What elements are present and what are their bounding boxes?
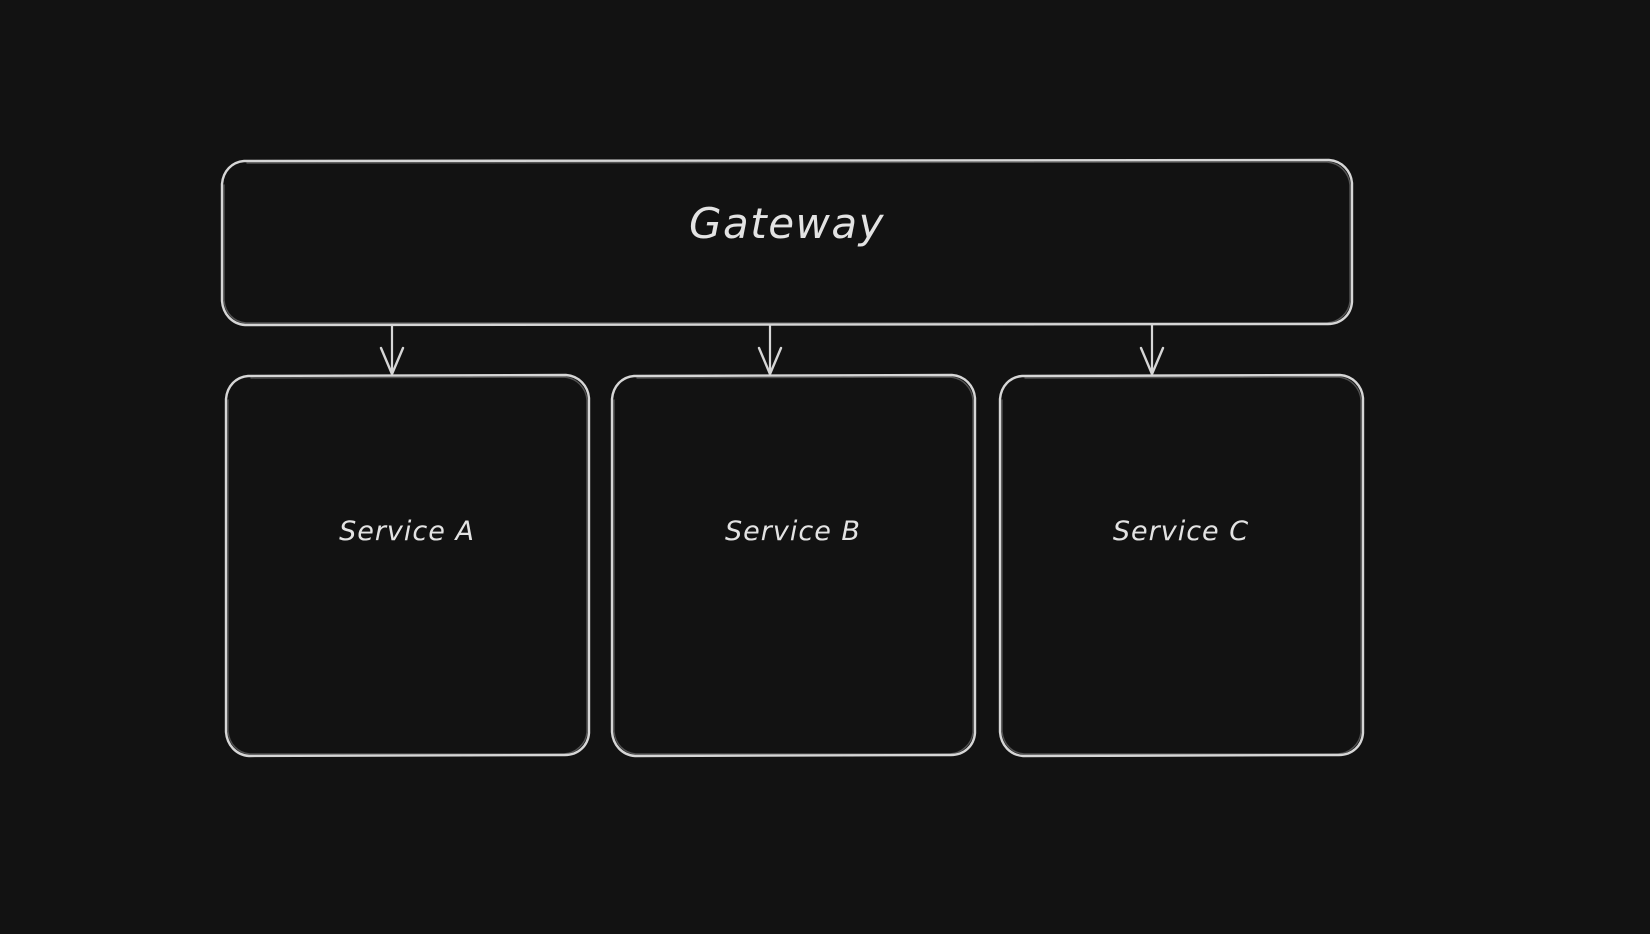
arrowhead-b <box>757 346 783 376</box>
edge-gateway-to-service-c <box>1139 323 1165 376</box>
gateway-box-sketch-overlay <box>223 161 1351 324</box>
gateway-label: Gateway <box>688 199 886 248</box>
service-a-box-outline <box>224 373 591 758</box>
node-service-b[interactable] <box>610 373 977 758</box>
service-a-box-sketch-overlay <box>227 376 588 755</box>
service-b-box-sketch-overlay <box>613 376 974 755</box>
node-service-c[interactable] <box>998 373 1365 758</box>
service-a-label: Service A <box>339 516 475 547</box>
service-b-label: Service B <box>725 516 861 547</box>
service-c-box-outline <box>998 373 1365 758</box>
arrowhead-a <box>379 346 405 376</box>
arrowhead-c <box>1139 346 1165 376</box>
service-b-box-outline <box>610 373 977 758</box>
edge-gateway-to-service-b <box>757 323 783 376</box>
edge-gateway-to-service-a <box>379 323 405 376</box>
service-c-box-sketch-overlay <box>1001 376 1362 755</box>
gateway-box-outline <box>220 158 1354 327</box>
node-gateway[interactable] <box>220 158 1354 327</box>
node-service-a[interactable] <box>224 373 591 758</box>
service-c-label: Service C <box>1112 516 1250 547</box>
